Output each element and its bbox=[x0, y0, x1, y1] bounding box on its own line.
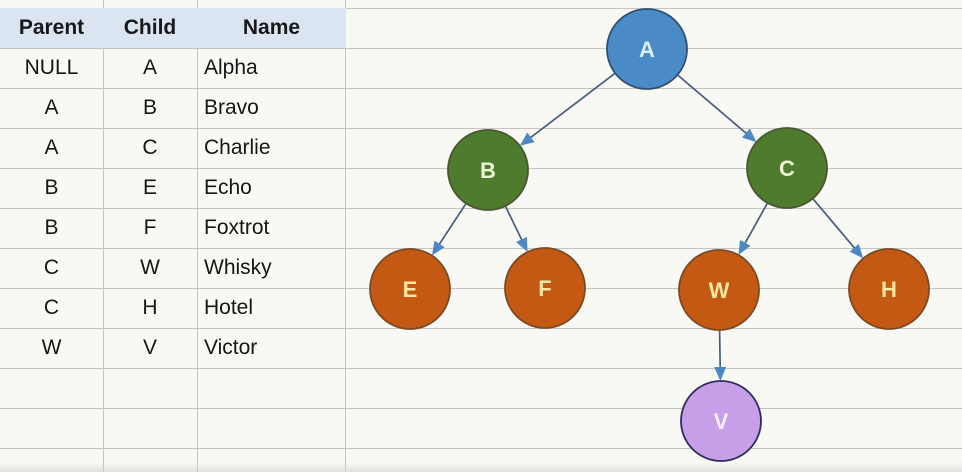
horizontal-gridlines bbox=[0, 8, 962, 472]
tree-node-V: V bbox=[680, 380, 762, 462]
tree-node-label: F bbox=[538, 276, 551, 301]
table-row: B E Echo bbox=[0, 168, 346, 208]
tree-node-circle bbox=[848, 248, 930, 330]
cell-child: A bbox=[142, 56, 157, 79]
tree-node-circle bbox=[680, 380, 762, 462]
cell-parent: A bbox=[44, 136, 59, 159]
tree-node-label: B bbox=[480, 158, 496, 183]
tree-node-label: W bbox=[709, 278, 730, 303]
cell-name: Charlie bbox=[204, 136, 271, 159]
tree-edge-B-E bbox=[431, 202, 467, 256]
cell-name: Victor bbox=[204, 336, 258, 359]
cell-parent: A bbox=[44, 96, 59, 119]
tree-edge-B-F bbox=[504, 205, 528, 252]
column-gridline-child bbox=[197, 0, 198, 472]
cell-name: Whisky bbox=[204, 256, 272, 279]
cell-name: Echo bbox=[204, 176, 252, 199]
tree-node-circle bbox=[606, 8, 688, 90]
tree-node-label: C bbox=[779, 156, 795, 181]
cell-parent: C bbox=[43, 296, 60, 319]
cell-parent: NULL bbox=[24, 56, 79, 79]
table-body: NULL A Alpha A B Bravo A C Charlie B E E… bbox=[0, 48, 346, 368]
cell-child: W bbox=[140, 256, 160, 279]
table-row: A B Bravo bbox=[0, 88, 346, 128]
tree-node-A: A bbox=[606, 8, 688, 90]
tree-node-circle bbox=[504, 247, 586, 329]
cell-name: Foxtrot bbox=[204, 216, 270, 239]
tree-node-circle bbox=[746, 127, 828, 209]
column-gridline-name bbox=[345, 0, 346, 472]
cell-child: V bbox=[142, 336, 157, 359]
tree-node-E: E bbox=[369, 248, 451, 330]
cell-child: H bbox=[142, 296, 158, 319]
header-name: Name bbox=[242, 16, 301, 39]
cell-name: Alpha bbox=[204, 56, 258, 79]
bottom-edge-shadow bbox=[0, 462, 962, 472]
tree-node-label: V bbox=[714, 409, 729, 434]
table-row: A C Charlie bbox=[0, 128, 346, 168]
tree-node-W: W bbox=[678, 249, 760, 331]
tree-node-C: C bbox=[746, 127, 828, 209]
tree-edge-A-B bbox=[519, 72, 616, 146]
table-row: C W Whisky bbox=[0, 248, 346, 288]
header-parent: Parent bbox=[18, 16, 85, 39]
cell-parent: B bbox=[44, 216, 59, 239]
tree-edge-C-W bbox=[738, 202, 769, 256]
cell-name: Bravo bbox=[204, 96, 259, 119]
table-row: W V Victor bbox=[0, 328, 346, 368]
tree-node-circle bbox=[678, 249, 760, 331]
cell-child: E bbox=[142, 176, 157, 199]
table-row: B F Foxtrot bbox=[0, 208, 346, 248]
table-row: C H Hotel bbox=[0, 288, 346, 328]
tree-node-H: H bbox=[848, 248, 930, 330]
tree-node-label: E bbox=[403, 277, 418, 302]
tree-node-label: A bbox=[639, 37, 655, 62]
cell-child: B bbox=[142, 96, 157, 119]
tree-edge-A-C bbox=[676, 74, 757, 143]
tree-edge-C-H bbox=[812, 198, 864, 259]
table-header-row: Parent Child Name bbox=[0, 8, 346, 48]
header-child: Child bbox=[123, 16, 177, 39]
cell-child: C bbox=[142, 136, 158, 159]
cell-parent: W bbox=[41, 336, 62, 359]
cell-name: Hotel bbox=[204, 296, 254, 319]
tree-node-circle bbox=[447, 129, 529, 211]
table-row: NULL A Alpha bbox=[0, 48, 346, 88]
column-gridline-parent bbox=[103, 0, 104, 472]
tree-edge-W-V bbox=[714, 329, 727, 382]
cell-parent: B bbox=[44, 176, 59, 199]
cell-parent: C bbox=[43, 256, 60, 279]
tree-node-B: B bbox=[447, 129, 529, 211]
cell-child: F bbox=[143, 216, 157, 239]
tree-node-circle bbox=[369, 248, 451, 330]
tree-node-F: F bbox=[504, 247, 586, 329]
tree-node-label: H bbox=[881, 277, 897, 302]
